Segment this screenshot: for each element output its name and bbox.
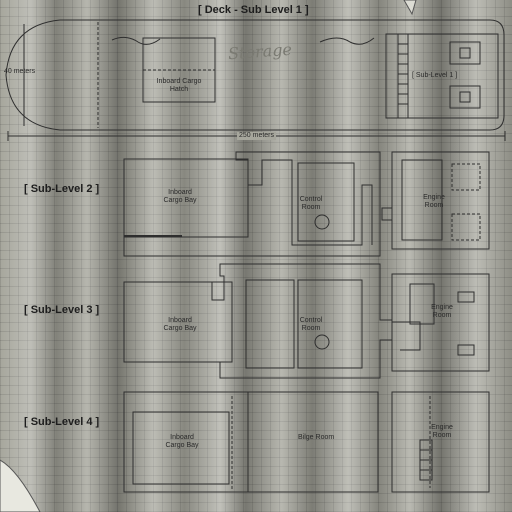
- cargo-hatch-label: Inboard Cargo Hatch: [156, 78, 202, 93]
- length-label: 250 meters: [237, 132, 277, 140]
- l3-corridor: [245, 279, 295, 369]
- vent-block-top: [449, 41, 481, 65]
- sublevel2-title: [ Sub-Level 2 ]: [24, 183, 100, 195]
- l2-control-room: [297, 162, 355, 242]
- l3-cargo-bay: [123, 281, 233, 363]
- width-label: 40 meters: [4, 68, 36, 75]
- grime-mark: [319, 37, 375, 45]
- l3-console: [314, 334, 330, 350]
- l2-control-label: Control Room: [299, 196, 323, 211]
- l3-control-label: Control Room: [299, 317, 323, 332]
- l2-console: [314, 214, 330, 230]
- l4-bilge-room: [247, 391, 379, 493]
- vent-block-bottom: [449, 85, 481, 109]
- l2-control-block: [123, 151, 381, 257]
- pin-tip: [403, 0, 417, 16]
- l2-ladder: [381, 207, 393, 221]
- stairwell: [397, 33, 409, 119]
- l3-cargo-label: Inboard Cargo Bay: [163, 317, 197, 332]
- l4-engine-label: Engine Room: [431, 424, 453, 439]
- deck-title: [ Deck - Sub Level 1 ]: [198, 4, 309, 16]
- l2-engine-label: Engine Room: [423, 194, 445, 209]
- l4-engine-room: [391, 391, 490, 493]
- l3-deck-outline: [211, 263, 393, 379]
- sublevel1-label: [ Sub-Level 1 ]: [412, 72, 458, 79]
- l3-stair: [392, 321, 421, 351]
- grime-mark: [111, 36, 161, 45]
- page-curl: [0, 459, 41, 512]
- l3-control-room: [297, 279, 363, 369]
- deck-hull-outline: [5, 19, 505, 131]
- sublevel3-title: [ Sub-Level 3 ]: [24, 304, 100, 316]
- l4-cargo-label: Inboard Cargo Bay: [165, 434, 199, 449]
- l4-cargo-inner: [132, 411, 230, 485]
- sublevel1-structure: [385, 33, 499, 119]
- l4-bilge-label: Bilge Room: [298, 434, 335, 441]
- l2-cargo-label: Inboard Cargo Bay: [163, 189, 197, 204]
- l3-engine-label: Engine Room: [431, 304, 453, 319]
- l2-engine-room: [391, 151, 490, 250]
- sublevel4-title: [ Sub-Level 4 ]: [24, 416, 100, 428]
